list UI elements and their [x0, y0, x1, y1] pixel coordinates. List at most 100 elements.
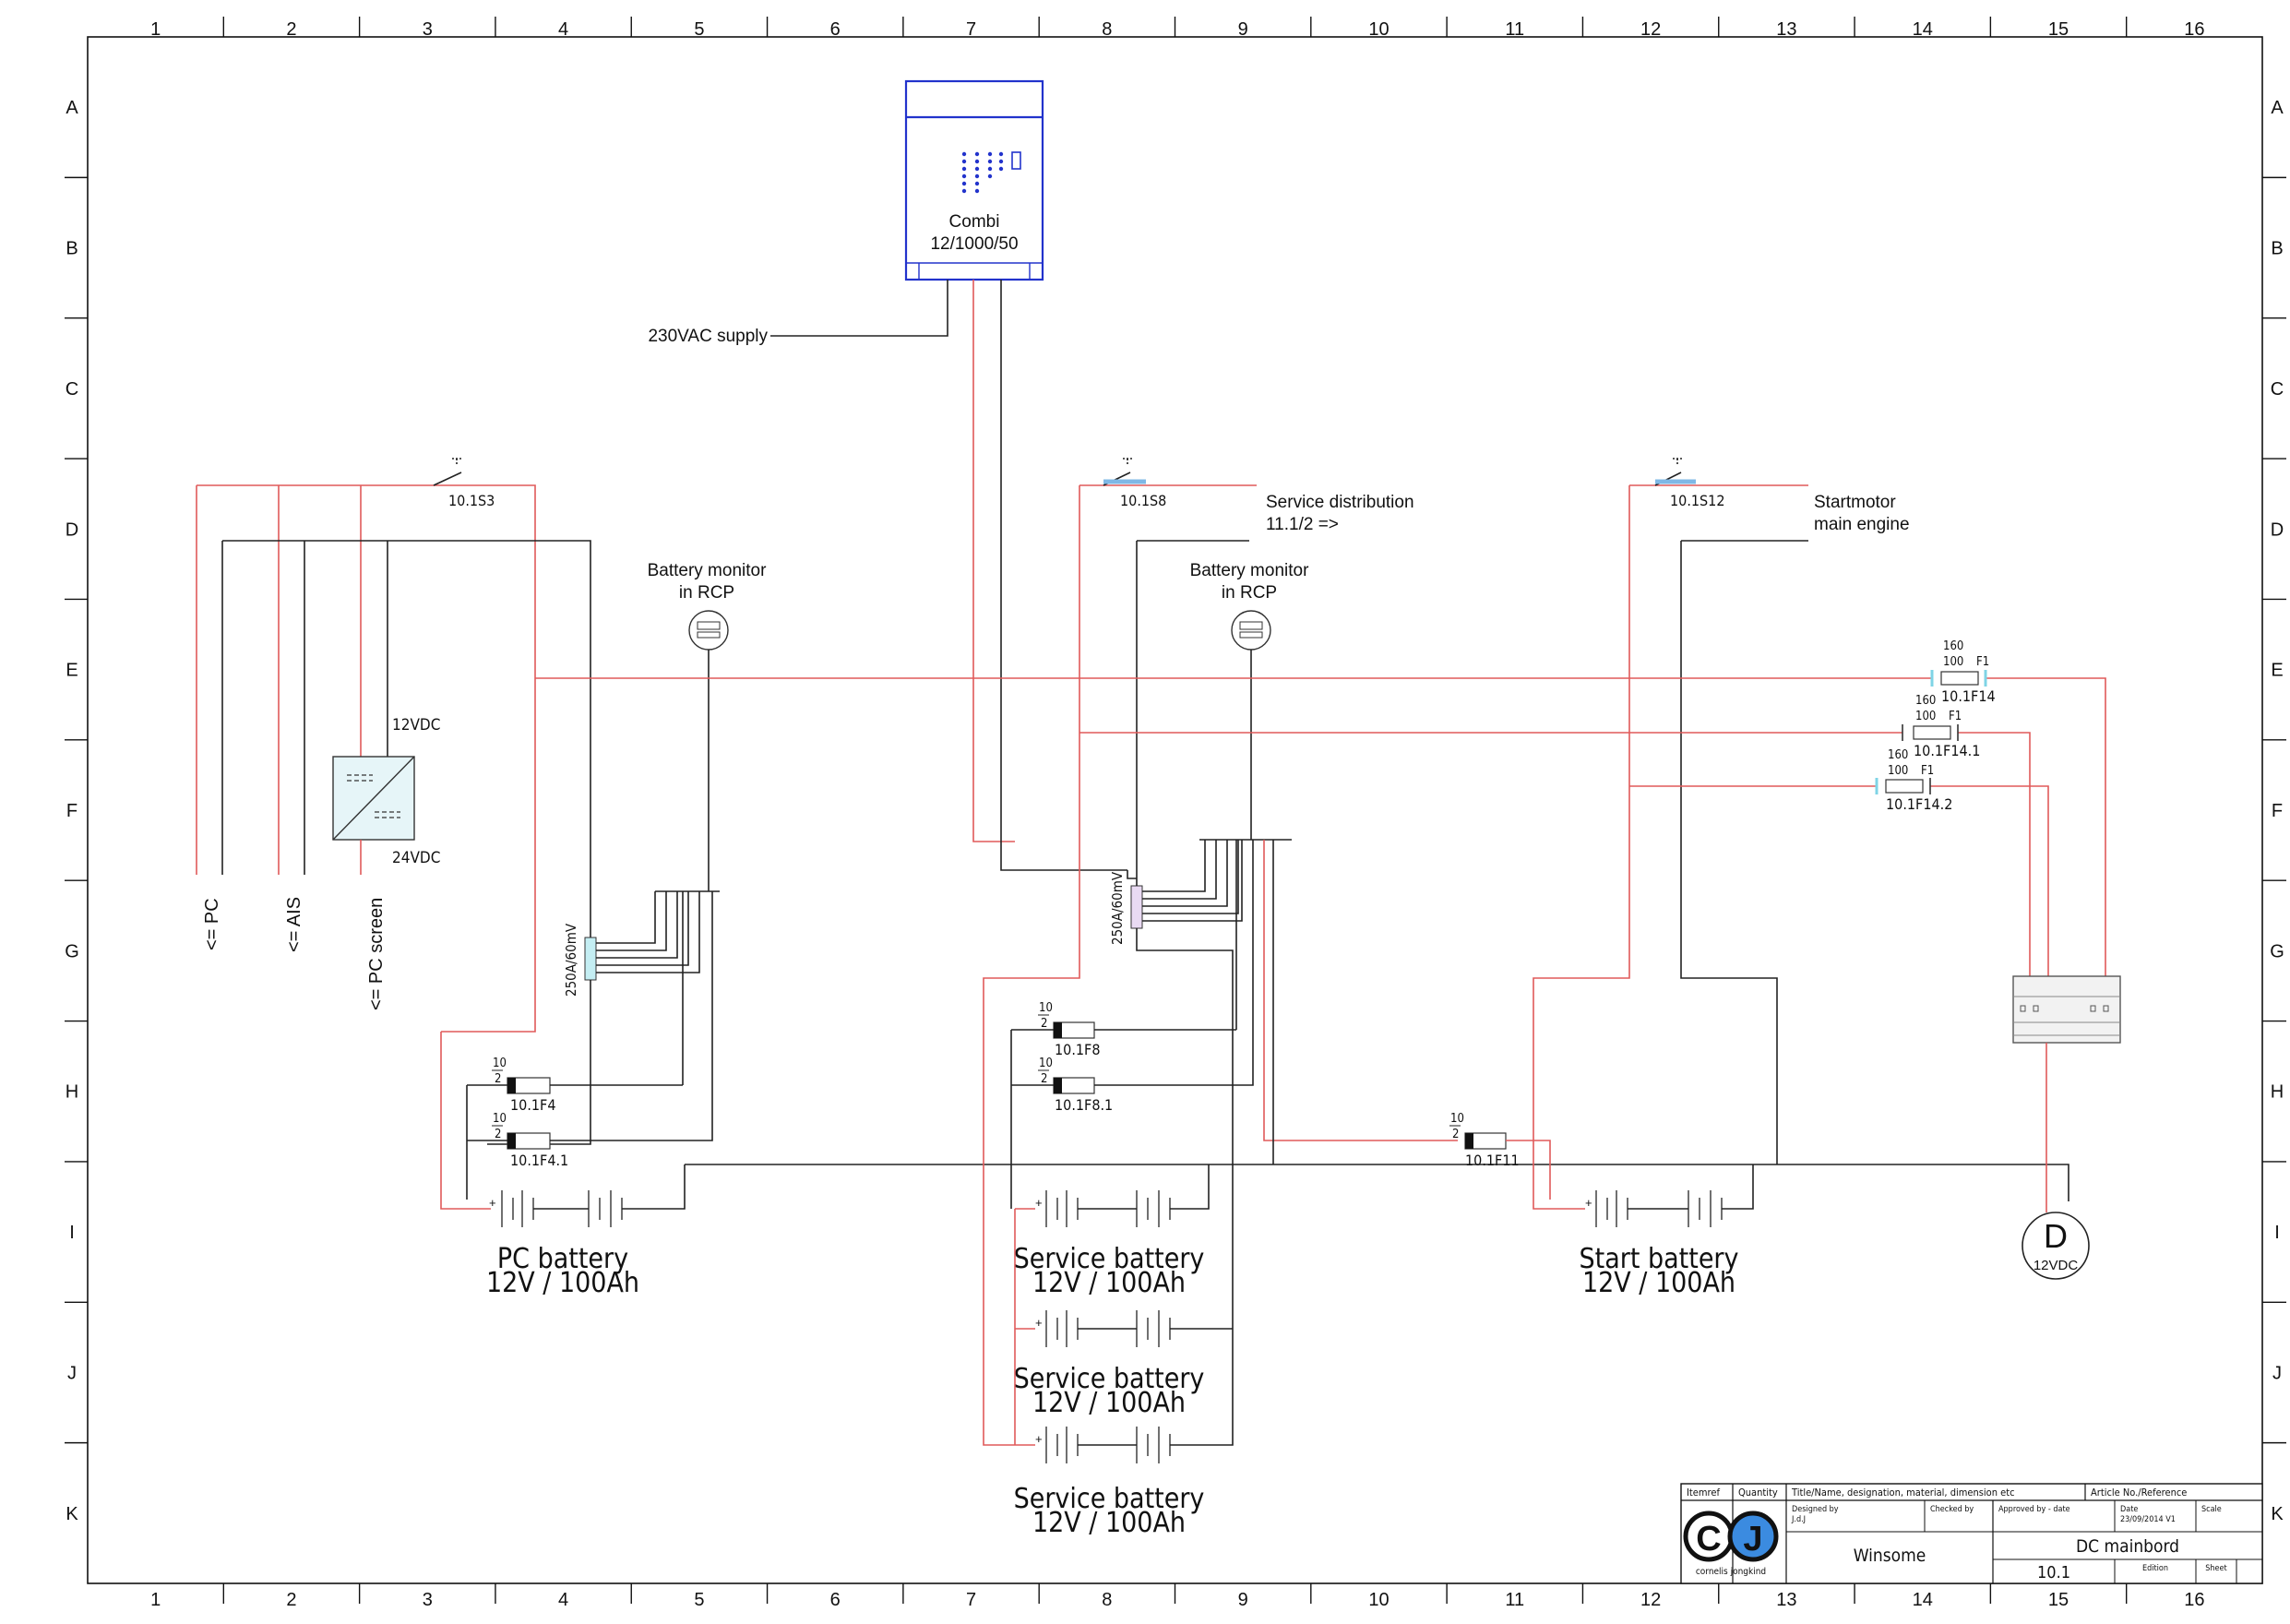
- column-label-bottom: 2: [286, 1590, 296, 1610]
- svg-text:100: 100: [1915, 710, 1936, 723]
- column-label-top: 9: [1238, 19, 1248, 40]
- switch-10-1s3: 10.1S3: [433, 458, 495, 509]
- alternator-letter: D: [2044, 1217, 2068, 1255]
- svg-text:10: 10: [1039, 1001, 1053, 1015]
- battery-monitor-left: Battery monitor in RCP: [648, 561, 767, 891]
- column-label-bottom: 13: [1776, 1590, 1796, 1610]
- shunt-left-label: 250A/60mV: [563, 923, 579, 997]
- service-battery-2: + Service battery 12V / 100Ah: [1014, 1310, 1233, 1419]
- svg-text:2: 2: [1041, 1072, 1047, 1086]
- tb-drawing-no: 10.1: [2037, 1563, 2070, 1582]
- converter-out-label: 24VDC: [392, 849, 440, 867]
- svg-text:2: 2: [1452, 1128, 1459, 1141]
- row-label-left: G: [65, 941, 79, 961]
- svg-text:F1: F1: [1921, 764, 1934, 778]
- service-distribution-line1: Service distribution: [1266, 493, 1414, 512]
- start-battery-line1: Start battery: [1580, 1243, 1739, 1275]
- switch-10-1s8: 10.1S8: [1103, 458, 1166, 509]
- column-label-top: 3: [423, 19, 433, 40]
- column-label-top: 11: [1505, 19, 1524, 40]
- column-label-top: 5: [694, 19, 704, 40]
- switch-s3-label: 10.1S3: [448, 492, 495, 509]
- column-label-top: 13: [1776, 19, 1796, 40]
- switch-10-1s12: 10.1S12: [1654, 458, 1725, 509]
- monitor-right-line2: in RCP: [1222, 583, 1277, 603]
- column-label-bottom: 1: [150, 1590, 161, 1610]
- svg-text:2: 2: [1041, 1017, 1047, 1031]
- column-label-bottom: 16: [2184, 1590, 2204, 1610]
- service-battery-3-line1: Service battery: [1014, 1483, 1205, 1515]
- svg-text:10: 10: [1039, 1057, 1053, 1070]
- monitor-left-line1: Battery monitor: [648, 561, 767, 580]
- svg-text:10: 10: [1450, 1112, 1464, 1126]
- fuse-10-1f14-2: 160 100 F1 10.1F14.2: [1875, 748, 1952, 813]
- row-label-left: B: [66, 239, 78, 259]
- svg-text:10: 10: [493, 1112, 507, 1126]
- column-label-top: 15: [2048, 19, 2069, 40]
- fuse-f81-label: 10.1F8.1: [1055, 1096, 1113, 1114]
- tb-scale-label: Scale: [2201, 1505, 2222, 1514]
- svg-text:F1: F1: [1949, 710, 1962, 723]
- row-label-right: D: [2271, 519, 2284, 540]
- row-label-right: H: [2271, 1082, 2284, 1103]
- row-label-right: F: [2272, 801, 2283, 821]
- column-label-top: 12: [1640, 19, 1661, 40]
- svg-text:160: 160: [1915, 694, 1936, 708]
- start-battery-line2: 12V / 100Ah: [1582, 1267, 1735, 1299]
- fuse-10-1f14: 160 100 F1 10.1F14: [1930, 639, 1996, 705]
- startmotor-line1: Startmotor: [1814, 493, 1896, 512]
- tb-project: Winsome: [1854, 1546, 1926, 1566]
- tb-quantity: Quantity: [1738, 1487, 1778, 1499]
- svg-text:100: 100: [1888, 764, 1908, 778]
- fuse-10-1f11: 10 2 10.1F11: [1449, 1112, 1520, 1169]
- column-label-top: 10: [1368, 19, 1389, 40]
- column-label-bottom: 6: [830, 1590, 841, 1610]
- pc-battery: + PC battery 12V / 100Ah: [440, 1032, 686, 1299]
- service-distribution-line2: 11.1/2 =>: [1266, 515, 1339, 534]
- column-label-bottom: 3: [423, 1590, 433, 1610]
- svg-text:C: C: [1696, 1520, 1721, 1558]
- fuse-f14-label: 10.1F14: [1941, 687, 1996, 705]
- row-label-right: C: [2271, 379, 2284, 400]
- fuse-f8-label: 10.1F8: [1055, 1041, 1100, 1058]
- svg-text:+: +: [1585, 1196, 1592, 1210]
- column-label-bottom: 10: [1368, 1590, 1389, 1610]
- column-label-top: 6: [830, 19, 841, 40]
- supply-label: 230VAC supply: [648, 327, 768, 346]
- tb-designed-by: J.d.J: [1791, 1515, 1806, 1524]
- row-label-left: A: [66, 98, 78, 118]
- tb-date-label: Date: [2120, 1505, 2138, 1514]
- tb-designed-label: Designed by: [1792, 1505, 1839, 1514]
- svg-text:+: +: [489, 1196, 496, 1210]
- output-pc-label: <= PC: [202, 898, 222, 950]
- shunt-right-label: 250A/60mV: [1109, 871, 1126, 945]
- row-label-right: G: [2270, 941, 2284, 961]
- tb-date: 23/09/2014 V1: [2120, 1515, 2176, 1524]
- row-label-left: I: [69, 1223, 75, 1243]
- service-battery-3-line2: 12V / 100Ah: [1032, 1507, 1186, 1539]
- svg-text:+: +: [1035, 1316, 1043, 1330]
- column-label-bottom: 11: [1505, 1590, 1524, 1610]
- column-label-bottom: 12: [1640, 1590, 1661, 1610]
- row-label-left: E: [66, 661, 78, 681]
- service-battery-1-line2: 12V / 100Ah: [1032, 1267, 1186, 1299]
- column-label-bottom: 5: [694, 1590, 704, 1610]
- inverter-label-2: 12/1000/50: [930, 234, 1018, 254]
- fuse-10-1f4-1: 10 2 10.1F4.1: [492, 1112, 568, 1169]
- service-circuit: 10.1S8 Service distribution 11.1/2 => Ba…: [983, 458, 1458, 1539]
- indicator-display: [1011, 151, 1021, 170]
- svg-text:F1: F1: [1976, 655, 1989, 669]
- start-circuit: 10.1S12 Startmotor main engine 10 2 10.1…: [1449, 458, 1910, 1299]
- title-block: Itemref Quantity Title/Name, designation…: [1680, 1483, 2263, 1584]
- column-label-top: 1: [150, 19, 161, 40]
- svg-text:100: 100: [1943, 655, 1963, 669]
- svg-text:+: +: [1035, 1196, 1043, 1210]
- svg-text:2: 2: [495, 1072, 501, 1086]
- column-label-bottom: 14: [1913, 1590, 1933, 1610]
- row-label-left: D: [66, 519, 78, 540]
- svg-text:+: +: [1035, 1432, 1043, 1446]
- switch-s12-label: 10.1S12: [1670, 492, 1725, 509]
- tb-title-header: Title/Name, designation, material, dimen…: [1791, 1487, 2015, 1499]
- row-label-right: A: [2271, 98, 2284, 118]
